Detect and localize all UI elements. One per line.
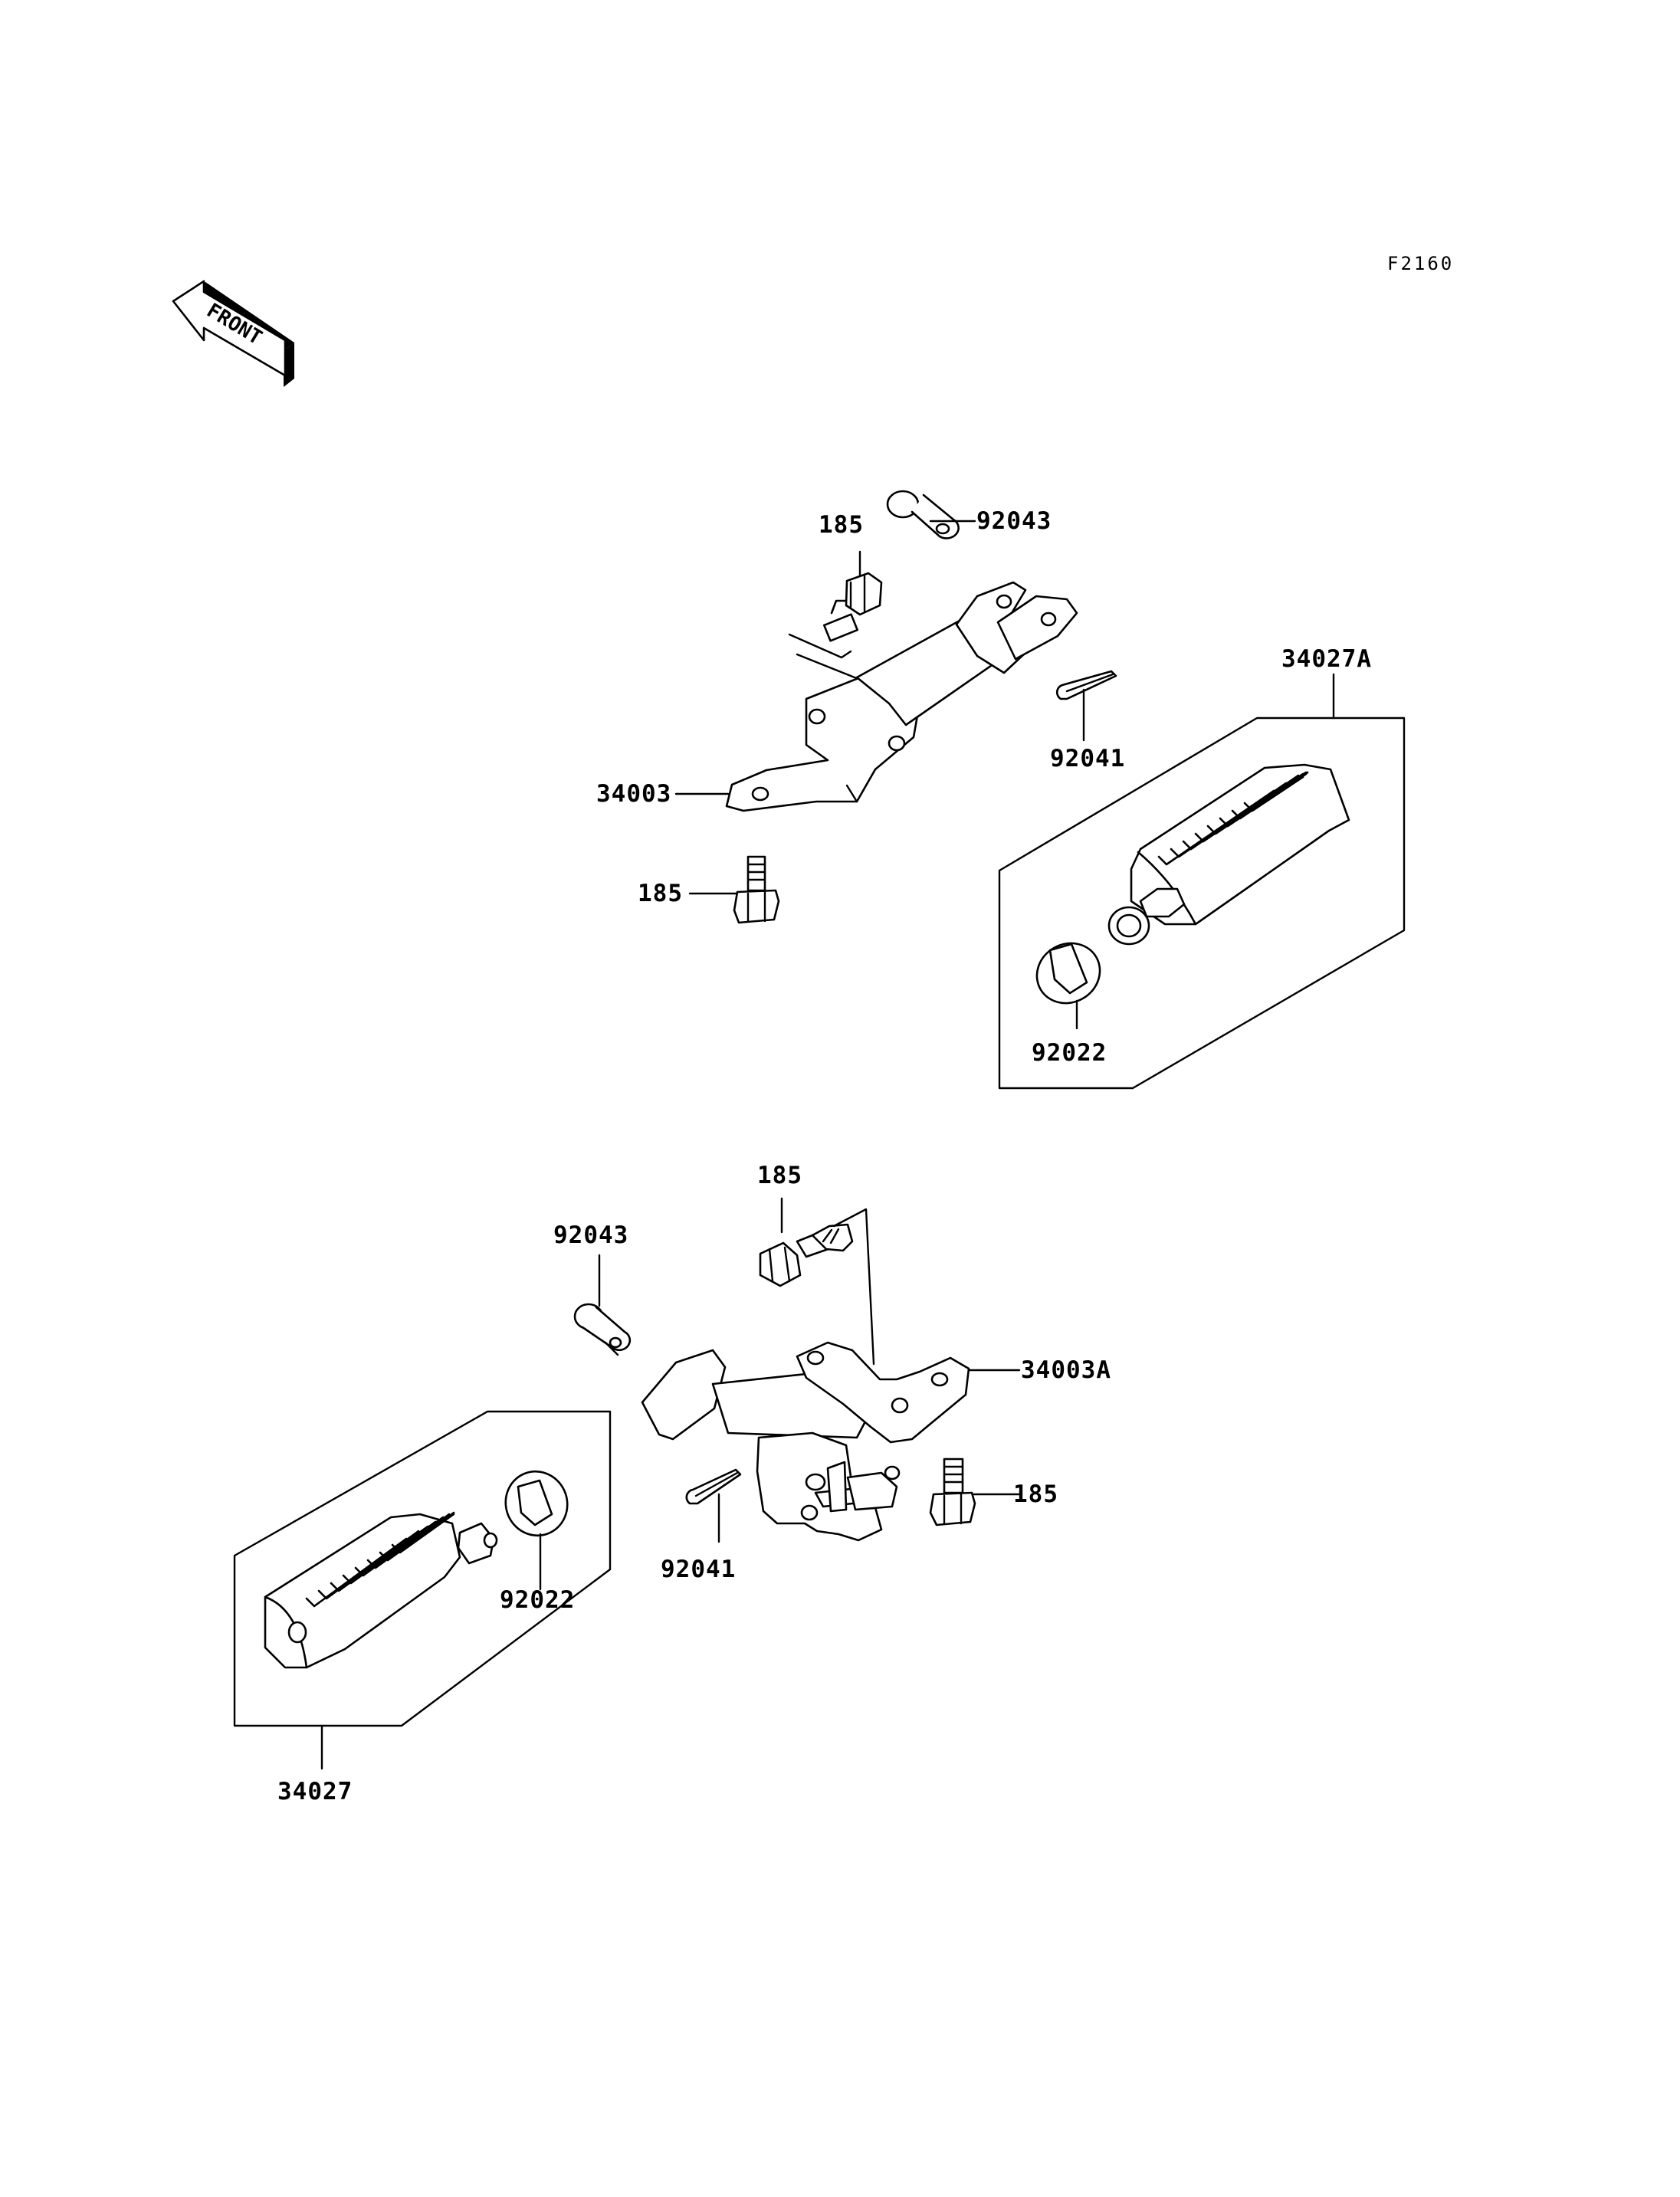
upper-cotter-pin: [1055, 670, 1117, 700]
label-lower-footpeg-kit: 34027: [277, 1778, 353, 1805]
upper-assembly: 185 92043 34003: [596, 490, 1406, 1090]
diagram-reference: F2160: [1387, 253, 1454, 274]
label-upper-bolt-top: 185: [819, 511, 864, 539]
lower-rubber: [504, 1470, 569, 1537]
label-upper-bracket: 34003: [596, 780, 671, 808]
upper-footpeg: [1107, 763, 1350, 946]
label-lower-cotter-pin: 92041: [661, 1556, 736, 1583]
lower-footpeg-kit-frame: [233, 1410, 612, 1727]
label-upper-pin: 92043: [976, 507, 1052, 535]
upper-bracket: [725, 581, 1078, 812]
upper-bolt-top: [822, 572, 883, 642]
label-lower-bracket: 34003A: [1021, 1356, 1111, 1384]
lower-cotter-pin: [685, 1468, 742, 1505]
lower-footpeg: [264, 1511, 498, 1669]
upper-footpeg-kit-frame: [998, 716, 1406, 1090]
label-upper-footpeg-kit: 34027A: [1281, 645, 1372, 673]
label-lower-rubber: 92022: [500, 1586, 575, 1614]
upper-pin: [886, 490, 960, 539]
label-upper-bolt-bottom: 185: [638, 880, 683, 907]
lower-bracket: [641, 1341, 970, 1542]
label-upper-cotter-pin: 92041: [1050, 745, 1125, 772]
upper-bolt-bottom: [733, 855, 780, 924]
lower-bolt-top: [759, 1223, 854, 1287]
label-lower-pin: 92043: [553, 1221, 628, 1249]
upper-footpeg-ribs: [1157, 771, 1309, 866]
lower-bolt-right: [929, 1458, 976, 1526]
lower-assembly: 185 92043 34003A: [233, 1162, 1111, 1805]
label-upper-rubber: 92022: [1032, 1039, 1107, 1067]
lower-footpeg-ribs: [305, 1511, 455, 1608]
label-lower-bolt-top: 185: [757, 1162, 802, 1189]
front-arrow-icon: FRONT: [172, 280, 294, 387]
upper-rubber: [1035, 942, 1101, 1005]
label-lower-bolt-right: 185: [1013, 1481, 1058, 1508]
lower-pin: [573, 1303, 632, 1351]
